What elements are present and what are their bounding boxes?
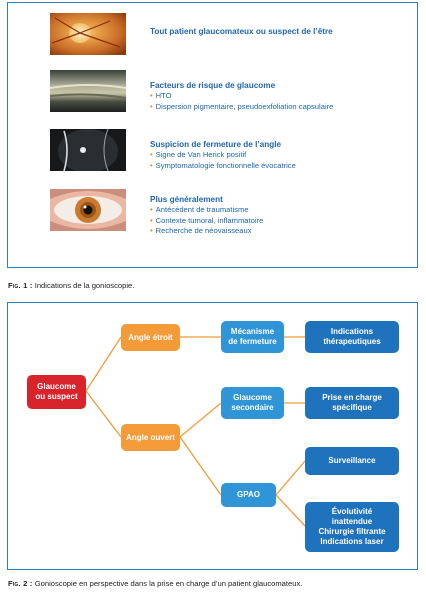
row-title: Facteurs de risque de glaucome: [150, 81, 276, 90]
row-title: Tout patient glaucomateux ou suspect de …: [150, 27, 333, 36]
node-therapeutic-indications: Indications thérapeutiques: [305, 321, 399, 353]
bullet-item: •Dispersion pigmentaire, pseudoexfoliati…: [150, 101, 334, 111]
bullet-item: •Antécédent de traumatisme: [150, 205, 249, 214]
bullet-item: •Contexte tumoral, inflammatoire: [150, 215, 264, 225]
bullet-item: •HTO: [150, 91, 172, 100]
row-title: Suspicion de fermeture de l’angle: [150, 140, 282, 149]
optic-disc-photo: [50, 13, 126, 55]
node-gpao: GPAO: [221, 483, 276, 507]
row-title: Plus généralement: [150, 195, 223, 204]
bullet-item: •Recherche de néovaisseaux: [150, 226, 252, 236]
node-narrow-angle: Angle étroit: [121, 324, 180, 351]
figure-1-caption: Fig. 1 : Indications de la gonioscopie.: [8, 281, 135, 290]
node-unexpected-evolution: Évolutivité inattendue Chirurgie filtran…: [305, 502, 399, 552]
node-secondary-glaucoma: Glaucome secondaire: [221, 387, 284, 419]
slit-lamp-photo: [50, 129, 126, 171]
bullet-item: •Signe de Van Herick positif: [150, 150, 247, 159]
figure-2-caption: Fig. 2 : Gonioscopie en perspective dans…: [8, 579, 303, 588]
figure-1-panel: Tout patient glaucomateux ou suspect de …: [7, 2, 418, 268]
connector-lines: [85, 336, 306, 527]
node-open-angle: Angle ouvert: [121, 424, 180, 451]
figure-2-panel: Glaucome ou suspect Angle étroit Angle o…: [7, 302, 418, 570]
node-root-glaucoma: Glaucome ou suspect: [27, 375, 86, 409]
node-surveillance: Surveillance: [305, 447, 399, 475]
eye-iris-photo: [50, 189, 126, 231]
node-specific-care: Prise en charge spécifique: [305, 387, 399, 419]
node-closure-mechanism: Mécanisme de fermeture: [221, 321, 284, 353]
gonioscopy-angle-photo: [50, 70, 126, 112]
bullet-item: •Symptomatologie fonctionnelle évocatric…: [150, 160, 296, 170]
